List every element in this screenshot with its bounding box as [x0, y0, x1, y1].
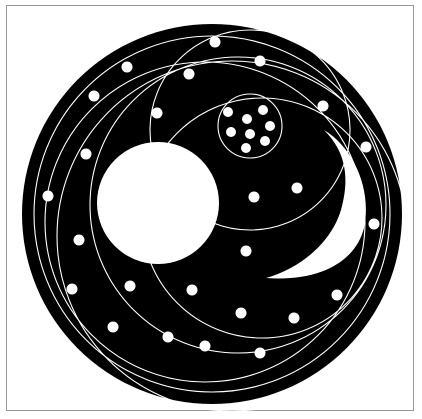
full-moon [97, 142, 219, 264]
star-dot-14 [369, 219, 380, 230]
star-dot-1 [210, 37, 221, 48]
star-dot-25 [255, 348, 266, 359]
star-dot-4 [255, 56, 266, 67]
cluster-dot-8 [241, 143, 251, 153]
cluster-dot-6 [226, 127, 236, 137]
star-dot-23 [163, 332, 174, 343]
star-dot-8 [81, 149, 92, 160]
star-dot-12 [292, 183, 303, 194]
cluster-dot-5 [245, 129, 255, 139]
star-dot-18 [187, 285, 198, 296]
star-dot-7 [318, 101, 329, 112]
cluster-dot-1 [223, 107, 233, 117]
star-dot-21 [289, 313, 300, 324]
star-dot-5 [89, 91, 100, 102]
star-dot-11 [249, 192, 260, 203]
cluster-dot-4 [265, 121, 275, 131]
star-dot-3 [184, 69, 195, 80]
star-dot-24 [200, 341, 211, 352]
star-dot-9 [361, 142, 372, 153]
cluster-dot-2 [242, 114, 252, 124]
star-dot-2 [122, 62, 133, 73]
star-dot-22 [108, 322, 119, 333]
star-dot-20 [236, 308, 247, 319]
star-dot-17 [125, 281, 136, 292]
cluster-dot-3 [258, 105, 268, 115]
star-dot-6 [152, 108, 163, 119]
star-dot-15 [241, 246, 252, 257]
star-dot-16 [67, 284, 78, 295]
star-dot-19 [332, 290, 343, 301]
cluster-dot-7 [260, 136, 270, 146]
star-dot-10 [43, 191, 54, 202]
star-dot-13 [74, 235, 85, 246]
